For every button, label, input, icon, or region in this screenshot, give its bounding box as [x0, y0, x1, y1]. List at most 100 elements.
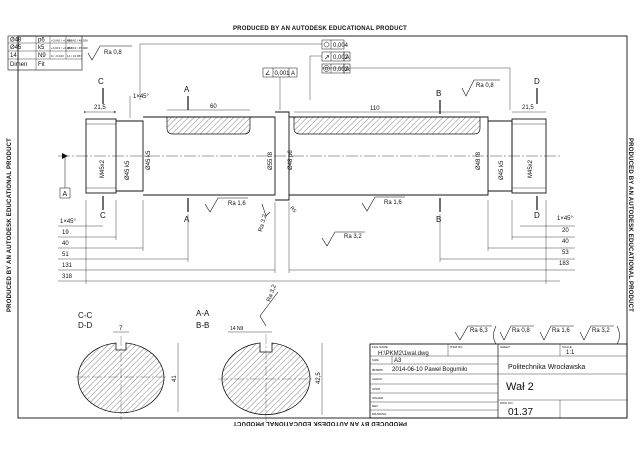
fit-table: Ø48 p6 +0.042 / +0.026 48.042 / 48.026 Ø… — [7, 35, 88, 71]
dim-section-width: 7 — [119, 326, 123, 332]
svg-text:Politechnika Wrocławska: Politechnika Wrocławska — [508, 364, 585, 371]
dim-131: 131 — [62, 263, 73, 269]
dim-215-right: 21,5 — [512, 105, 546, 113]
svg-text:A: A — [184, 85, 190, 94]
keyway-a — [166, 116, 251, 135]
dim-section-depth2: 42,5 — [316, 372, 322, 384]
section-view-cc: 7 41 — [76, 326, 179, 420]
svg-text:C: C — [100, 211, 106, 220]
svg-text:D: D — [534, 77, 540, 86]
dim-51: 51 — [62, 252, 69, 258]
fit-row-3-fit: N9 — [38, 53, 46, 59]
section-marker-a-bottom: A — [184, 198, 190, 224]
section-marker-a-top: A — [184, 85, 190, 110]
section-view-aa: 14 N9 42,5 Ra 3,2 — [218, 283, 323, 422]
section-marker-b-top: B — [436, 89, 441, 114]
dim-20: 20 — [562, 228, 569, 234]
svg-text:1:1: 1:1 — [566, 350, 575, 356]
dim-section-depth: 41 — [172, 375, 178, 382]
dim-dia-left: Ø45 k5 — [125, 160, 131, 180]
dim-chamfer-top: 1×45° — [129, 94, 150, 118]
fit-row-2-fit: k5 — [38, 45, 45, 51]
tolerance-leader-3 — [322, 67, 511, 110]
svg-text:B: B — [436, 215, 441, 224]
svg-text:0,004: 0,004 — [333, 43, 349, 49]
dim-215-left: 21,5 — [84, 105, 117, 113]
roughness-summary: Ra 6,3 Ra 0,8 Ra 1,6 Ra 3,2 — [454, 325, 620, 345]
tolerance-runout: ↗ 0,002 A — [321, 51, 351, 62]
dim-318: 318 — [62, 274, 73, 280]
roughness-ra32-section: Ra 3,2 — [266, 283, 278, 302]
dim-dia-mid1: Ø55 f8 — [268, 151, 274, 170]
dim-40-left: 40 — [62, 241, 69, 247]
dim-dia-right2: Ø45 k5 — [499, 160, 505, 180]
svg-text:B: B — [436, 89, 441, 98]
fit-row-1-dim: Ø48 — [10, 38, 22, 44]
dim-r5: R5 — [288, 205, 297, 214]
svg-text:↗: ↗ — [324, 55, 330, 62]
svg-text:Ra 1,6: Ra 1,6 — [228, 201, 246, 207]
roughness-ra08-right: Ra 0,8 — [461, 79, 500, 97]
svg-text:CHECK: CHECK — [372, 377, 383, 381]
svg-text:Ra 3,2: Ra 3,2 — [258, 213, 269, 232]
svg-text:01.37: 01.37 — [508, 407, 533, 418]
dims-right-chain — [288, 200, 575, 273]
section-marker-d-bottom: D — [534, 196, 540, 220]
watermark-top: PRODUCED BY AN AUTODESK EDUCATIONAL PROD… — [232, 26, 408, 32]
section-marker-d-top: D — [534, 77, 540, 104]
dim-53: 53 — [562, 250, 569, 256]
roughness-ra32-b: Ra 3,2 — [321, 231, 365, 247]
title-block: FILE NAME H:\PKM2\1wal.dwg ITEM NO SIZE … — [369, 343, 628, 419]
svg-text:Ra 1,6: Ra 1,6 — [552, 328, 570, 334]
fit-row-2-dev: +0.013 / +0.002 — [51, 46, 72, 50]
keyway-b — [293, 116, 481, 135]
section-marker-c-bottom: C — [100, 196, 106, 220]
dim-key-a: 60 — [167, 104, 250, 111]
tolerance-concentricity: 0,002 A — [321, 63, 351, 74]
svg-text:∠: ∠ — [265, 70, 270, 77]
svg-text:drawn: drawn — [372, 367, 383, 372]
svg-text:APPR: APPR — [372, 387, 381, 391]
svg-text:Ra 3,2: Ra 3,2 — [344, 234, 362, 240]
dim-section-width2: 14 N9 — [230, 326, 244, 332]
svg-text:SHEET: SHEET — [500, 345, 510, 349]
svg-text:Ra 1,6: Ra 1,6 — [384, 200, 402, 206]
fit-row-2-dim: Ø45 — [10, 45, 22, 51]
fit-row-1-dev: +0.042 / +0.026 — [51, 39, 72, 43]
svg-text:A: A — [184, 215, 190, 224]
svg-text:Ra 0,8: Ra 0,8 — [104, 50, 122, 56]
tolerance-leader-1 — [139, 43, 322, 100]
fit-row-1-fit: p6 — [38, 38, 45, 44]
svg-text:ISSUED: ISSUED — [372, 396, 384, 400]
dim-chamfer-left: 1×45° — [60, 219, 77, 225]
dim-key-b: 110 — [294, 106, 480, 113]
dim-thread-left: M45x2 — [100, 159, 106, 178]
svg-text:DWG NO: DWG NO — [500, 401, 513, 405]
fit-row-3-dev: 0 / -0.043 — [51, 54, 64, 58]
svg-text:SCALE: SCALE — [562, 345, 572, 349]
svg-text:0,002: 0,002 — [333, 55, 349, 61]
drawing-frame — [17, 35, 628, 419]
svg-text:A: A — [346, 55, 350, 61]
tolerance-cylindricity: 0,004 — [321, 39, 349, 50]
roughness-ra16-b: Ra 1,6 — [361, 196, 405, 212]
roughness-ra32-a: Ra 3,2 — [258, 203, 271, 233]
svg-text:Wał 2: Wał 2 — [506, 381, 534, 393]
fit-footer-dimen: Dimen — [10, 62, 27, 68]
section-marker-b-bottom: B — [436, 198, 441, 224]
svg-text:Ra 0,8: Ra 0,8 — [512, 328, 530, 334]
svg-text:0,001: 0,001 — [275, 71, 291, 77]
svg-text:C: C — [98, 77, 104, 86]
section-label-dd: D-D — [78, 321, 92, 330]
svg-text:110: 110 — [370, 106, 380, 112]
svg-text:1×45°: 1×45° — [133, 94, 150, 100]
svg-text:21,5: 21,5 — [522, 105, 534, 111]
svg-text:FILE NAME: FILE NAME — [372, 345, 388, 349]
fit-row-1-lim: 48.042 / 48.026 — [67, 39, 88, 43]
svg-text:Ra 6,3: Ra 6,3 — [470, 328, 488, 334]
fit-row-3-dim: 14 — [10, 53, 17, 59]
section-label-bb: B-B — [196, 321, 209, 330]
svg-text:REV: REV — [372, 404, 378, 408]
svg-text:A: A — [291, 71, 295, 77]
